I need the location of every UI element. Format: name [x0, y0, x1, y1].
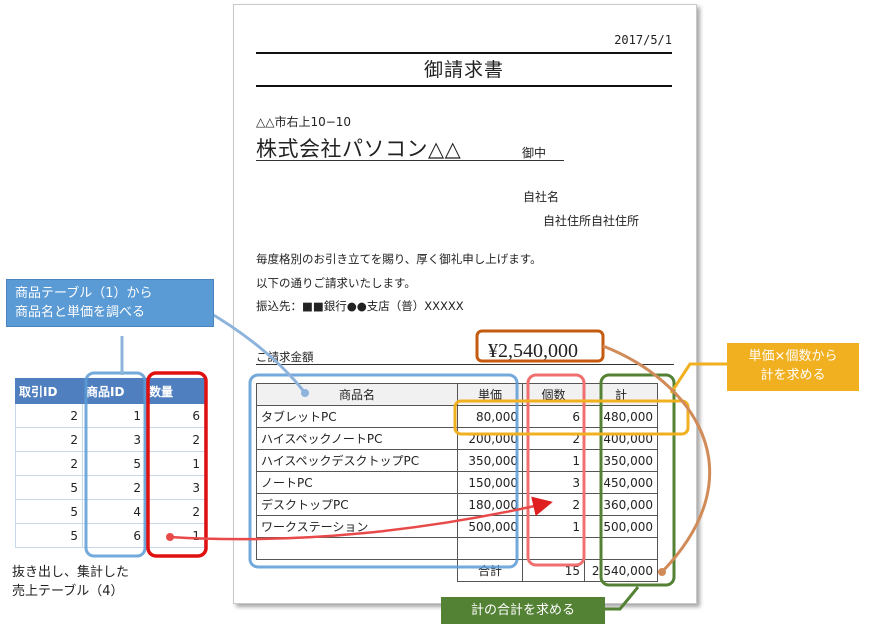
table-row: 5 6 1	[15, 523, 205, 548]
red-arrow	[169, 496, 553, 541]
own-company-name: 自社名	[523, 190, 560, 204]
callout-yellow-line-1: 単価×個数から	[748, 349, 838, 364]
col-header-quantity: 数量	[145, 378, 205, 404]
cell-quantity: 1	[145, 451, 205, 476]
own-company-address: 自社住所自社住所	[543, 214, 640, 228]
col-header-name: 商品名	[256, 383, 458, 406]
honorific: 御中	[522, 146, 547, 160]
cell-quantity: 3	[145, 475, 205, 500]
item-price: 180,000	[457, 493, 523, 516]
caption-line-2: 売上テーブル（4）	[12, 584, 124, 599]
cell-product-id: 1	[82, 403, 146, 428]
callout-blue-line-2: 商品名と単価を調べる	[15, 305, 146, 320]
cell-quantity: 1	[145, 523, 205, 548]
recipient-company: 株式会社パソコン△△	[256, 137, 462, 161]
cell-product-id: 4	[82, 499, 146, 524]
callout-row-calculation: 単価×個数から 計を求める	[727, 343, 859, 391]
callout-blue-line-1: 商品テーブル（1）から	[15, 286, 153, 301]
cell-transaction-id: 2	[15, 427, 83, 452]
invoice-date: 2017/5/1	[614, 33, 672, 47]
table-row: タブレットPC 80,000 6 480,000	[256, 405, 658, 428]
table-row: ハイスペックデスクトップPC 350,000 1 350,000	[256, 449, 658, 472]
quantity-highlight	[146, 371, 208, 558]
name-price-highlight	[248, 373, 519, 569]
greeting-message: 毎度格別のお引き立てを賜り、厚く御礼申し上げます。	[256, 252, 542, 266]
col-header-product-id: 商品ID	[82, 378, 146, 404]
cell-quantity: 2	[145, 427, 205, 452]
sales-table: 取引ID 商品ID 数量 2 1 6 2 3 2 2 5 1 5 2 3 5 4…	[15, 378, 205, 548]
cell-product-id: 2	[82, 475, 146, 500]
cell-transaction-id: 2	[15, 451, 83, 476]
yellow-connector	[669, 362, 727, 394]
callout-yellow-line-2: 計を求める	[760, 368, 826, 383]
cell-quantity: 2	[145, 499, 205, 524]
amount-highlight	[475, 329, 605, 363]
table-row: 5 2 3	[15, 475, 205, 500]
sales-table-caption: 抜き出し、集計した 売上テーブル（4）	[12, 563, 129, 601]
cell-transaction-id: 2	[15, 403, 83, 428]
request-message: 以下の通りご請求いたします。	[256, 276, 416, 290]
amount-underline	[256, 364, 674, 365]
amount-label: ご請求金額	[256, 350, 314, 364]
total-column-highlight	[599, 373, 676, 587]
orange-connector	[602, 344, 711, 574]
table-row: ワークステーション 500,000 1 500,000	[256, 515, 658, 538]
product-id-highlight	[84, 371, 147, 558]
item-price: 80,000	[457, 405, 523, 428]
table-row: 2 5 1	[15, 451, 205, 476]
item-name: ノートPC	[256, 471, 458, 494]
cell-product-id: 3	[82, 427, 146, 452]
table-row: 2 1 6	[15, 403, 205, 428]
cell-transaction-id: 5	[15, 523, 83, 548]
table-row-empty	[256, 537, 658, 560]
callout-product-lookup: 商品テーブル（1）から 商品名と単価を調べる	[6, 279, 214, 327]
row-calc-highlight	[453, 399, 690, 436]
sales-header-row: 取引ID 商品ID 数量	[15, 378, 205, 404]
title-rule-top	[256, 52, 672, 54]
cell-product-id: 5	[82, 451, 146, 476]
table-row: 2 3 2	[15, 427, 205, 452]
cell-transaction-id: 5	[15, 475, 83, 500]
callout-grand-total: 計の合計を求める	[441, 597, 605, 624]
cell-product-id: 6	[82, 523, 146, 548]
blue-connector	[204, 308, 307, 394]
caption-line-1: 抜き出し、集計した	[12, 565, 130, 580]
item-price: 350,000	[457, 449, 523, 472]
item-name: タブレットPC	[256, 405, 458, 428]
amount-value: ¥2,540,000	[488, 340, 578, 362]
item-name: ワークステーション	[256, 515, 458, 538]
title-rule-bottom	[256, 85, 672, 87]
recipient-underline	[256, 160, 564, 161]
table-row: 5 4 2	[15, 499, 205, 524]
invoice-sheet: 2017/5/1 御請求書 △△市右上10−10 株式会社パソコン△△ 御中 自…	[233, 4, 697, 604]
invoice-title: 御請求書	[423, 59, 504, 81]
bank-info: 振込先：■■銀行●●支店（普）XXXXX	[256, 299, 464, 313]
col-header-transaction-id: 取引ID	[15, 378, 83, 404]
cell-quantity: 6	[145, 403, 205, 428]
item-price: 500,000	[457, 515, 523, 538]
cell-transaction-id: 5	[15, 499, 83, 524]
qty-column-highlight	[526, 373, 586, 567]
recipient-address: △△市右上10−10	[256, 115, 352, 129]
